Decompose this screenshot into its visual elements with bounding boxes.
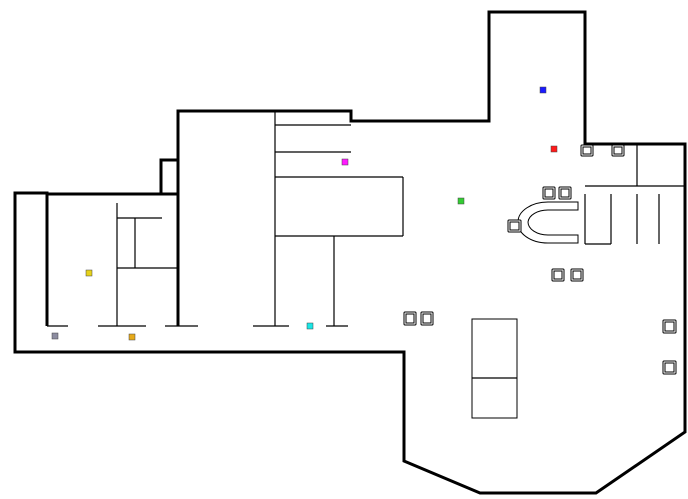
chair (507, 219, 522, 233)
chair (542, 186, 556, 200)
chairs (403, 144, 677, 375)
marker-red[interactable] (550, 145, 558, 153)
left-notch-wall (161, 160, 180, 196)
chair (403, 311, 417, 326)
marker-gray[interactable] (51, 332, 59, 340)
interior-partitions (47, 111, 685, 327)
outer-wall (13, 10, 687, 495)
marker-yellow[interactable] (85, 269, 93, 277)
marker-blue[interactable] (539, 86, 547, 94)
chair (570, 268, 584, 282)
chair (551, 268, 565, 282)
chair (662, 360, 677, 375)
marker-green[interactable] (457, 197, 465, 205)
marker-orange[interactable] (128, 333, 136, 341)
chair (611, 144, 625, 157)
marker-cyan[interactable] (306, 322, 314, 330)
markers (51, 86, 558, 341)
chair (580, 144, 594, 157)
chair (558, 186, 572, 200)
table-lower-center (471, 318, 518, 419)
reception-desk (517, 201, 579, 244)
chair (662, 319, 677, 334)
chair (420, 311, 434, 326)
marker-magenta[interactable] (341, 158, 349, 166)
